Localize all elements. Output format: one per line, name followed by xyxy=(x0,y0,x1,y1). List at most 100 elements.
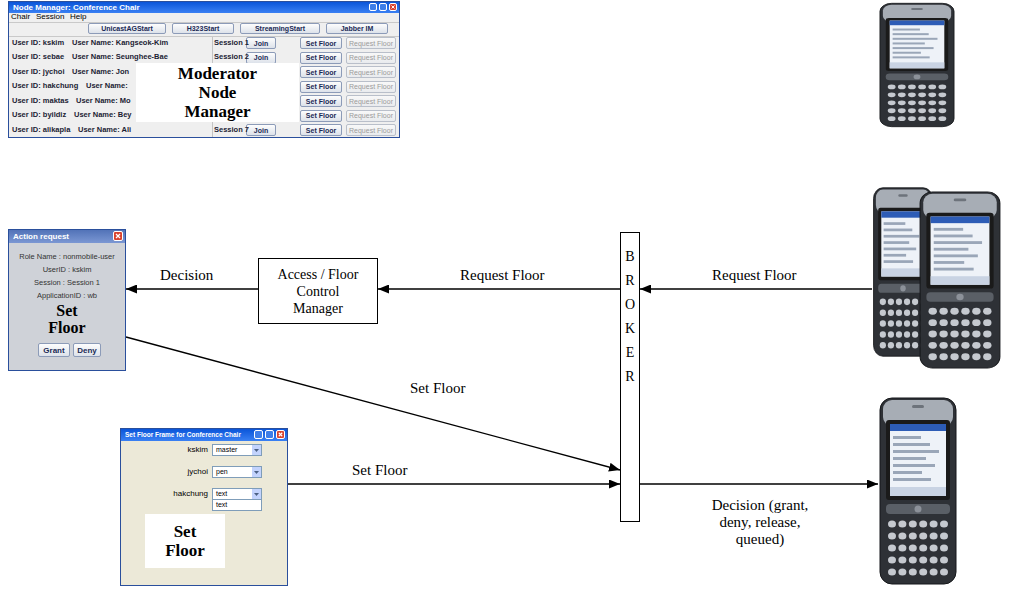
phone-illustration xyxy=(940,544,948,551)
phone-illustration xyxy=(909,544,917,551)
phone-illustration xyxy=(908,100,916,105)
phone-illustration xyxy=(898,84,906,89)
phone-illustration xyxy=(893,52,921,54)
phone-illustration xyxy=(961,331,969,338)
phone-illustration xyxy=(918,116,926,121)
push-button: Request Floor xyxy=(346,37,396,49)
dropdown-text: text xyxy=(216,490,227,497)
phone-illustration xyxy=(930,544,938,551)
button-text: Jabber IM xyxy=(341,25,374,32)
dropdown-arrow-shape xyxy=(254,449,259,452)
phone-illustration xyxy=(972,353,980,360)
phone-illustration xyxy=(904,309,910,316)
phone-illustration xyxy=(954,199,967,202)
phone-illustration xyxy=(939,319,947,326)
arrow-connector xyxy=(640,483,878,484)
text-label: User ID: alikapla xyxy=(12,125,70,134)
caption-text: Set Floor xyxy=(159,522,211,560)
phone-illustration xyxy=(929,331,937,338)
label-holder: User Name: Jon xyxy=(72,67,129,76)
edge-label: Decision (grant, deny, release, queued) xyxy=(712,497,809,547)
phone-illustration xyxy=(890,424,946,431)
phone-illustration xyxy=(931,276,990,285)
phone-illustration xyxy=(888,342,894,349)
phone-illustration xyxy=(888,556,896,563)
phone-illustration xyxy=(912,331,918,338)
phone-illustration xyxy=(912,405,924,408)
phone-illustration xyxy=(880,299,886,306)
dropdown-text: pen xyxy=(216,468,228,475)
phone-illustration xyxy=(912,309,918,316)
label-holder: User Name: Kangseok-Kim xyxy=(72,38,168,47)
close-cross xyxy=(392,6,395,9)
phone-illustration xyxy=(893,436,921,439)
close-cross xyxy=(390,4,396,10)
phone-illustration xyxy=(950,308,958,315)
phone-illustration xyxy=(961,353,969,360)
phone-illustration xyxy=(898,556,906,563)
phone-illustration xyxy=(904,320,910,327)
window-control xyxy=(265,430,274,439)
button-text: Request Floor xyxy=(349,112,393,119)
phone-illustration xyxy=(950,353,958,360)
push-button: Set Floor xyxy=(300,66,342,78)
label-holder: Session xyxy=(36,12,64,21)
push-button: Join xyxy=(246,124,276,136)
label-holder: hakchung xyxy=(150,489,208,499)
push-button: UnicastAGStart xyxy=(88,23,166,34)
phone-illustration xyxy=(898,532,906,539)
phone-illustration xyxy=(939,353,947,360)
phone-illustration xyxy=(880,398,956,584)
push-button: Set Floor xyxy=(300,124,342,136)
phone-illustration xyxy=(893,42,925,44)
phone-illustration xyxy=(912,320,918,327)
text-label: Set Floor xyxy=(48,302,85,336)
phone-illustration xyxy=(896,299,902,306)
broker-text: B R O K E R xyxy=(621,245,639,389)
label-holder: UserID : kskim xyxy=(8,265,126,275)
push-button: Jabber IM xyxy=(326,23,388,34)
phone-illustration xyxy=(888,544,896,551)
pda-phone xyxy=(878,2,956,128)
edge-label: Set Floor xyxy=(410,380,465,396)
phone-illustration xyxy=(938,92,946,97)
phone-illustration xyxy=(888,532,896,539)
text-label: UserID : kskim xyxy=(43,265,92,274)
phone-illustration xyxy=(896,331,902,338)
caption-text: Moderator Node Manager xyxy=(164,64,271,121)
phone-illustration xyxy=(938,84,946,89)
close-cross xyxy=(116,234,120,238)
phone-illustration xyxy=(931,217,990,285)
app-window: Set Floor Frame for Conference Chairmast… xyxy=(120,428,288,586)
button-text: Join xyxy=(254,54,268,61)
text-label: jychoi xyxy=(188,467,208,476)
phone-illustration xyxy=(930,568,938,575)
phone-illustration xyxy=(904,299,910,306)
label-holder: Role Name : nonmobile-user xyxy=(8,252,126,262)
text-label: Session 2 xyxy=(214,52,249,61)
close-control xyxy=(389,3,397,11)
dropdown-arrow xyxy=(252,489,261,499)
phone-illustration xyxy=(888,84,896,89)
phone-illustration xyxy=(893,47,934,49)
phone-illustration xyxy=(890,21,945,69)
phone-illustration xyxy=(934,228,963,231)
dropdown-box: master xyxy=(212,444,262,456)
phone-illustration xyxy=(888,100,896,105)
button-text: StreamingStart xyxy=(255,25,305,32)
button-text: Join xyxy=(254,127,268,134)
phone-illustration xyxy=(890,487,946,496)
phone-illustration xyxy=(904,331,910,338)
text-label: Chair xyxy=(11,12,30,21)
dropdown-box: text xyxy=(212,488,262,500)
phone-illustration xyxy=(878,2,956,128)
button-text: Set Floor xyxy=(306,69,336,76)
phone-illustration xyxy=(896,320,902,327)
push-button: Request Floor xyxy=(346,52,396,64)
label-holder: Decision (grant, deny, release, queued) xyxy=(698,497,822,548)
phone-illustration xyxy=(893,56,930,58)
phone-illustration xyxy=(919,568,927,575)
button-text: Join xyxy=(254,40,268,47)
push-button: StreamingStart xyxy=(240,23,320,34)
dropdown-arrow-shape xyxy=(252,445,261,455)
